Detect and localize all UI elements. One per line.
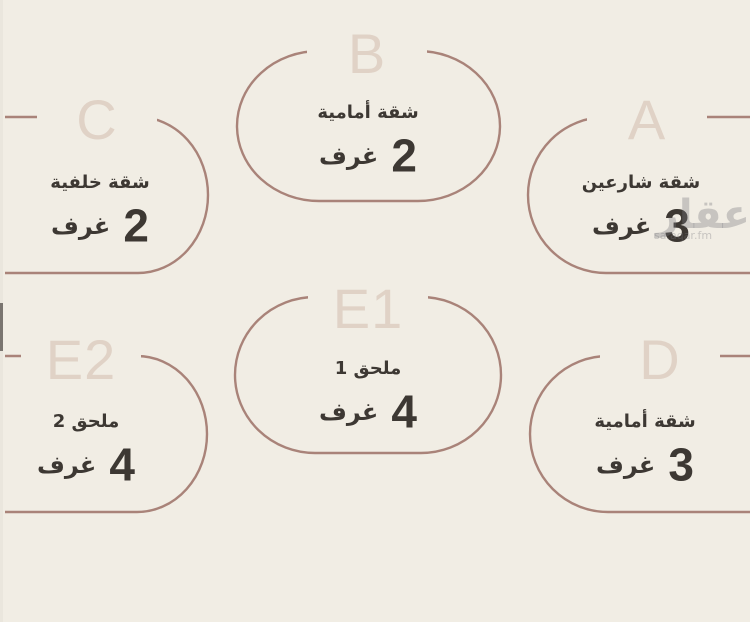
card-e1-label: ملحق 1: [334, 358, 402, 379]
card-a-count-line: 3 غرف: [541, 200, 741, 251]
card-b-label: شقة أمامية: [317, 102, 419, 123]
card-c: شقة خلفية 2 غرف: [0, 170, 200, 251]
card-b-count: 2: [391, 129, 417, 182]
card-e2-outline: [5, 354, 209, 514]
card-e1-letter: E1: [308, 281, 428, 337]
card-e2-unit: غرف: [37, 450, 97, 479]
card-e2-count-line: 4 غرف: [0, 439, 186, 490]
left-edge-scroll-mark: [0, 303, 3, 351]
card-e1-count-line: 4 غرف: [268, 386, 468, 437]
card-e2-count: 4: [109, 438, 135, 491]
card-c-count-line: 2 غرف: [0, 200, 200, 251]
card-b-outline: [235, 49, 502, 203]
card-d-count: 3: [668, 438, 694, 491]
card-d-count-line: 3 غرف: [545, 439, 745, 490]
card-b-unit: غرف: [319, 141, 379, 170]
card-a-unit: غرف: [592, 211, 652, 240]
card-d-outline: [528, 354, 750, 514]
card-a-outline: [526, 115, 750, 275]
card-c-count: 2: [123, 199, 149, 252]
card-c-letter: C: [37, 92, 157, 148]
card-e2-label: ملحق 2: [52, 411, 120, 432]
card-e1-unit: غرف: [319, 397, 379, 426]
card-e1-count: 4: [391, 385, 417, 438]
card-d-label: شقة أمامية: [594, 411, 696, 432]
card-e1-outline: [233, 295, 503, 455]
card-b: شقة أمامية 2 غرف: [268, 100, 468, 181]
card-b-letter: B: [307, 26, 427, 82]
card-d-letter: D: [600, 332, 720, 388]
card-d-unit: غرف: [596, 450, 656, 479]
card-e1: ملحق 1 4 غرف: [268, 356, 468, 437]
card-e2-letter: E2: [21, 332, 141, 388]
card-a-count: 3: [664, 199, 690, 252]
card-c-unit: غرف: [51, 211, 111, 240]
card-a-label: شقة شارعين: [581, 172, 701, 193]
card-d: شقة أمامية 3 غرف: [545, 409, 745, 490]
card-a: شقة شارعين 3 غرف: [541, 170, 741, 251]
card-a-letter: A: [587, 92, 707, 148]
card-c-label: شقة خلفية: [50, 172, 150, 193]
card-b-count-line: 2 غرف: [268, 130, 468, 181]
card-c-outline: [5, 115, 210, 275]
card-e2: ملحق 2 4 غرف: [0, 409, 186, 490]
